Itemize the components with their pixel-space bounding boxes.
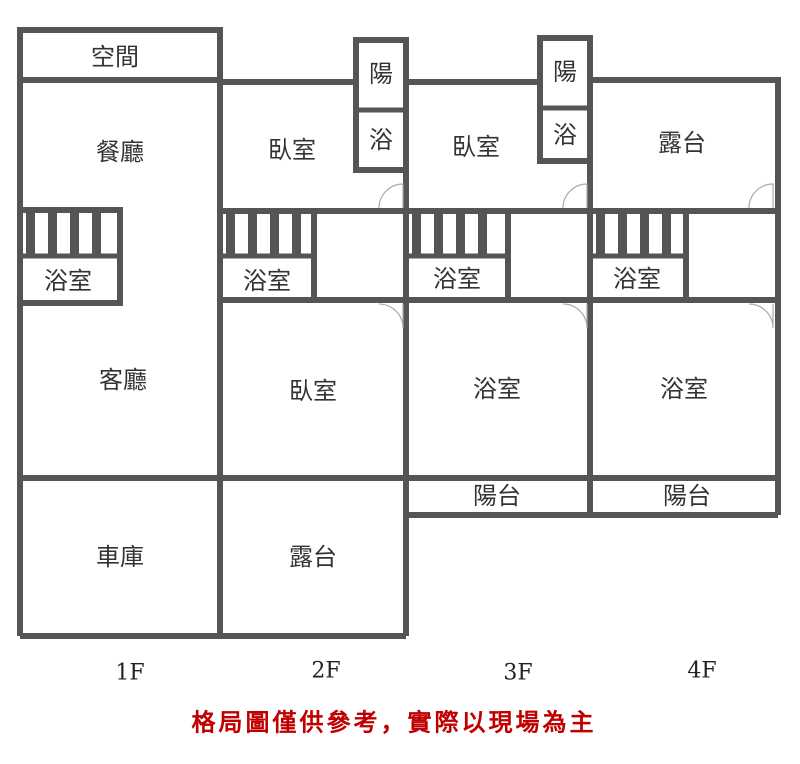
disclaimer-note: 格局圖僅供參考，實際以現場為主	[192, 708, 597, 737]
room-labels: 空間 餐廳 浴室 客廳 車庫 臥室 陽 浴 浴室 臥室 露台 臥室 陽 浴 浴室…	[44, 43, 711, 571]
floor-3-doors	[562, 183, 588, 329]
room-label-f2-bath-small: 浴	[369, 126, 393, 154]
floor-3-stairs	[412, 214, 487, 254]
room-label-f2-bath: 浴室	[243, 267, 291, 295]
room-label-f1-dining: 餐廳	[96, 138, 144, 166]
floor-2-doors	[378, 183, 404, 329]
room-label-f3-balcony-small: 陽	[553, 58, 577, 86]
room-label-f4-terrace: 露台	[658, 129, 706, 157]
room-label-f3-bath: 浴室	[433, 265, 481, 293]
room-label-f4-balcony: 陽台	[663, 482, 711, 510]
room-label-f4-bath: 浴室	[613, 265, 661, 293]
room-label-f1-bath: 浴室	[44, 267, 92, 295]
floor-4-doors	[748, 183, 774, 329]
room-label-f1-space: 空間	[91, 43, 139, 71]
floor-1-walls	[17, 27, 223, 639]
floor-label-2f: 2F	[311, 659, 340, 684]
room-label-f3-bath-small: 浴	[553, 121, 577, 149]
room-label-f2-bedroom-mid: 臥室	[289, 377, 337, 405]
floor-1-stairs	[26, 213, 101, 255]
floor-2-walls	[220, 37, 409, 639]
floor-label-4f: 4F	[687, 659, 716, 684]
floor-4-walls	[590, 77, 781, 518]
room-label-f2-balcony-small: 陽	[369, 60, 393, 88]
room-label-f3-balcony: 陽台	[473, 482, 521, 510]
room-label-f1-living: 客廳	[99, 366, 147, 394]
room-label-f2-bedroom-top: 臥室	[268, 136, 316, 164]
room-label-f3-bedroom-top: 臥室	[452, 133, 500, 161]
floor-labels: 1F 2F 3F 4F	[115, 659, 716, 686]
room-label-f4-bath-big: 浴室	[660, 375, 708, 403]
room-label-f3-bath-big: 浴室	[473, 375, 521, 403]
room-label-f2-terrace: 露台	[289, 543, 337, 571]
floor-2-stairs	[226, 214, 301, 254]
floor-4-stairs	[596, 214, 671, 254]
room-label-f1-garage: 車庫	[96, 543, 144, 571]
floor-label-1f: 1F	[115, 661, 144, 686]
floor-label-3f: 3F	[503, 661, 532, 686]
